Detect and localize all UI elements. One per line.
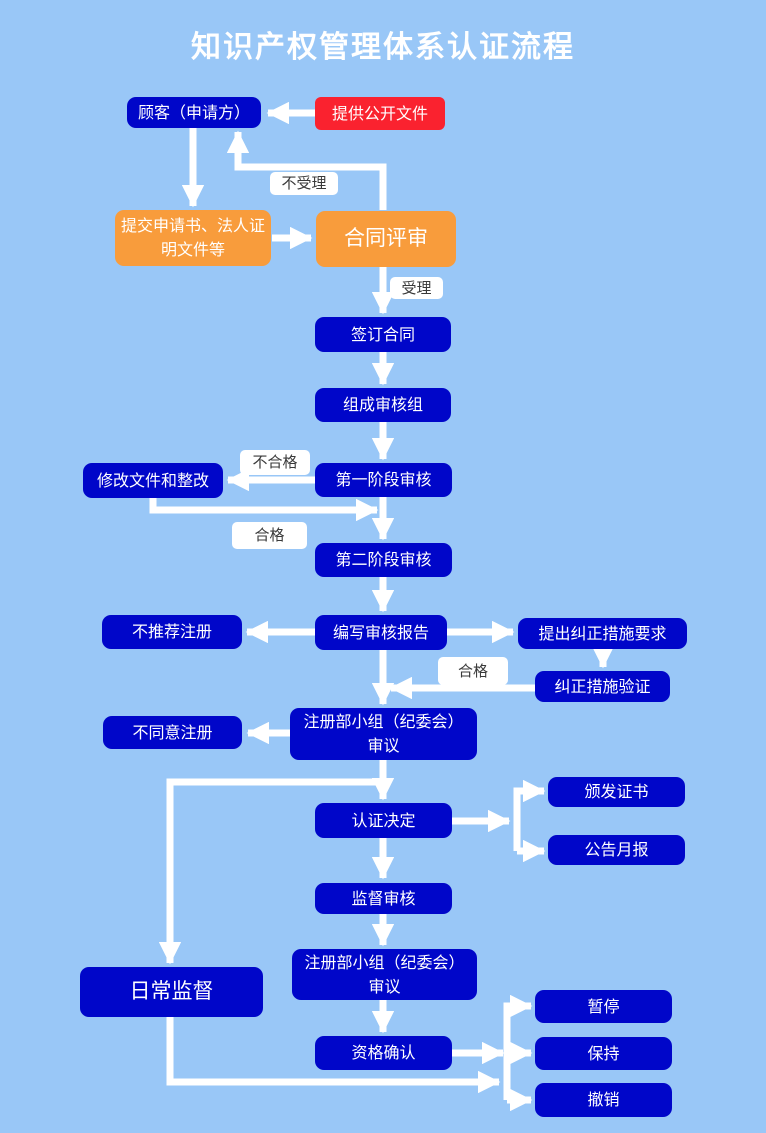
node-announce-monthly: 公告月报 [548, 835, 685, 865]
edge-label-tag-not-accepted: 不受理 [270, 172, 338, 195]
edge-label-tag-fail: 不合格 [240, 450, 310, 475]
node-customer: 顾客（申请方） [127, 97, 261, 128]
node-issue-certificate: 颁发证书 [548, 777, 685, 807]
connector-daily-to-bracket2 [166, 1017, 501, 1094]
node-registration-committee-1: 注册部小组（纪委会）审议 [290, 708, 477, 760]
node-certification-decision: 认证决定 [315, 803, 452, 838]
node-surveillance-audit: 监督审核 [315, 883, 452, 914]
connector-committee1-branch-to-daily [158, 778, 383, 965]
node-stage1-audit: 第一阶段审核 [315, 463, 452, 497]
node-no-recommend-register: 不推荐注册 [102, 615, 242, 649]
node-corrective-action-verify: 纠正措施验证 [535, 671, 670, 702]
connector-modify-merge-to-main [149, 498, 379, 522]
node-provide-public-docs: 提供公开文件 [315, 97, 445, 130]
node-qualification-confirm: 资格确认 [315, 1036, 452, 1070]
edge-label-tag-pass-1: 合格 [232, 522, 307, 549]
node-suspend: 暂停 [535, 990, 672, 1023]
node-contract-review: 合同评审 [316, 211, 456, 267]
node-revoke: 撤销 [535, 1083, 672, 1117]
node-daily-supervision: 日常监督 [80, 967, 263, 1017]
node-write-audit-report: 编写审核报告 [315, 615, 447, 650]
node-submit-application: 提交申请书、法人证明文件等 [115, 210, 271, 266]
connector-bracket1-to-issue [513, 779, 546, 851]
connector-bracket2-to-suspend [503, 994, 533, 1100]
node-maintain: 保持 [535, 1037, 672, 1070]
node-form-audit-team: 组成审核组 [315, 388, 451, 422]
node-corrective-action-request: 提出纠正措施要求 [518, 618, 687, 649]
node-sign-contract: 签订合同 [315, 317, 451, 352]
page-title: 知识产权管理体系认证流程 [191, 30, 575, 65]
node-registration-committee-2: 注册部小组（纪委会）审议 [292, 949, 477, 1000]
edge-label-tag-accepted: 受理 [390, 277, 443, 299]
edge-label-tag-pass-2: 合格 [438, 657, 508, 685]
node-stage2-audit: 第二阶段审核 [315, 543, 452, 577]
node-modify-docs: 修改文件和整改 [83, 463, 223, 498]
connector-contract-reject-to-customer [226, 130, 387, 210]
node-disagree-register: 不同意注册 [103, 716, 242, 749]
